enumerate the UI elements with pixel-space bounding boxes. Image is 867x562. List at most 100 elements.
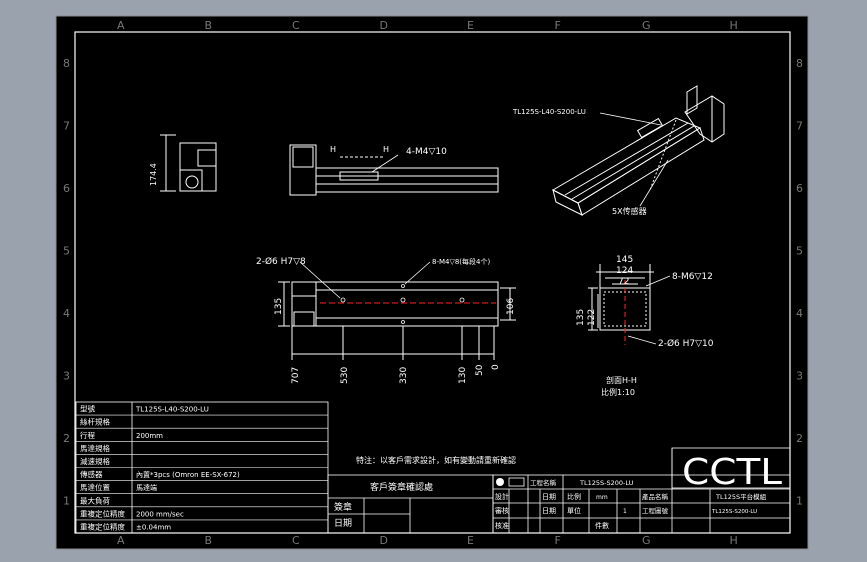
svg-text:2-Ø6 H7▽10: 2-Ø6 H7▽10: [658, 338, 714, 349]
column-marker-a: A: [117, 19, 125, 32]
scale-label: 比例: [567, 492, 581, 501]
row-marker-6: 6: [796, 182, 803, 195]
front-dim-right: 106: [506, 298, 516, 315]
row-marker-6: 6: [63, 182, 70, 195]
sheets-label: 件數: [595, 521, 609, 530]
column-marker-d: D: [380, 534, 388, 547]
spec-row-value: 內置*3pcs (Omron EE-SX-672): [136, 470, 240, 479]
project-label: 工程名稱: [530, 478, 557, 487]
sign-label: 簽章: [334, 501, 352, 513]
svg-text:核准: 核准: [495, 521, 509, 530]
iso-label: TL125S-L40-S200-LU: [512, 108, 586, 116]
customer-confirm-box: [327, 474, 494, 534]
special-note: 特注：以客戶需求設計，如有變動請重新確認: [356, 455, 516, 465]
iso-sensor-leader: [639, 159, 669, 207]
row-marker-1: 1: [63, 495, 70, 508]
product-label: 產品名稱: [642, 492, 669, 501]
column-marker-b: B: [205, 534, 213, 547]
top-view-callout: 4-M4▽10: [406, 147, 447, 157]
spec-row-value: 2000 mm/sec: [136, 510, 184, 518]
svg-text:50: 50: [475, 364, 485, 376]
spec-row-value: ±0.04mm: [136, 524, 171, 532]
sheets-value: 1: [623, 508, 627, 515]
column-marker-c: C: [292, 534, 300, 547]
brand-logo: CCTL: [682, 452, 782, 493]
svg-text:H: H: [383, 145, 389, 154]
column-marker-h: H: [730, 534, 738, 547]
spec-row-value: TL125S-L40-S200-LU: [135, 406, 209, 414]
section-title: 剖面H-H: [606, 375, 637, 385]
front-tap-note: 8-M4▽8(每段4个): [432, 257, 490, 266]
front-tap-leader: [404, 261, 431, 285]
column-marker-g: G: [642, 534, 651, 547]
front-holes: [340, 284, 465, 324]
drawing-no-label: 工程圖號: [642, 506, 669, 515]
column-marker-c: C: [292, 19, 300, 32]
row-marker-5: 5: [63, 245, 70, 258]
spec-row-label: 傳感器: [80, 469, 103, 479]
column-marker-f: F: [555, 19, 561, 32]
row-marker-8: 8: [63, 57, 70, 70]
isometric-view: [551, 85, 725, 216]
front-dim-left: 135: [274, 298, 284, 315]
title-block: [492, 447, 791, 534]
unit-label: 單位: [567, 506, 581, 515]
side-view-dim: 174.4: [149, 163, 158, 186]
spec-row-label: 減速規格: [80, 456, 110, 466]
svg-text:設計: 設計: [495, 492, 509, 501]
svg-text:130: 130: [458, 367, 468, 384]
top-view-section-marks: H H: [330, 145, 389, 154]
column-marker-a: A: [117, 534, 125, 547]
column-marker-f: F: [555, 534, 561, 547]
column-marker-h: H: [730, 19, 738, 32]
svg-text:72: 72: [618, 277, 629, 287]
column-markers-bottom: A B C D E F G H: [117, 534, 738, 547]
spec-row-value: 馬達端: [136, 483, 157, 492]
top-view-leader: [371, 154, 399, 173]
column-marker-e: E: [467, 19, 474, 32]
row-marker-7: 7: [796, 120, 803, 133]
svg-text:124: 124: [616, 266, 633, 276]
spec-row-label: 絲杆規格: [80, 417, 110, 427]
svg-text:330: 330: [399, 367, 409, 384]
column-marker-e: E: [467, 534, 474, 547]
section-dims: 145 124 72 8-M6▽12 2-Ø6 H7▽10 135 122: [576, 255, 714, 349]
customer-confirm-label: 客戶簽章確認處: [370, 481, 433, 493]
front-bottom-dims: 707 530 330 130 50 0: [291, 364, 501, 384]
project-value: TL125S-S200-LU: [579, 479, 634, 487]
spec-row-label: 馬達規格: [80, 443, 110, 453]
spec-row-label: 型號: [80, 404, 95, 414]
drawing-no-value: TL125S-S200-LU: [711, 509, 757, 515]
column-marker-b: B: [205, 19, 213, 32]
row-marker-5: 5: [796, 245, 803, 258]
svg-text:H: H: [330, 145, 336, 154]
unit-value: mm: [596, 494, 608, 501]
side-view: [160, 134, 217, 192]
svg-text:日期: 日期: [542, 493, 556, 501]
svg-text:135: 135: [576, 309, 586, 326]
spec-row-label: 最大負荷: [80, 495, 110, 505]
row-marker-1: 1: [796, 495, 803, 508]
svg-text:145: 145: [616, 255, 633, 265]
date-label: 日期: [334, 518, 352, 529]
row-marker-2: 2: [796, 432, 803, 445]
iso-leader: [599, 112, 662, 126]
column-marker-g: G: [642, 19, 651, 32]
svg-text:122: 122: [587, 309, 597, 326]
company-logo-icon: [496, 478, 504, 486]
row-marker-4: 4: [63, 307, 70, 320]
spec-row-label: 行程: [80, 430, 95, 440]
product-value: TL125S平台模組: [715, 492, 767, 501]
approval-rows: 設計 日期 審核 日期 核准: [495, 492, 556, 530]
svg-text:8-M6▽12: 8-M6▽12: [672, 272, 713, 282]
row-marker-2: 2: [63, 432, 70, 445]
svg-text:707: 707: [291, 367, 301, 384]
front-view: [278, 281, 516, 360]
svg-text:530: 530: [340, 367, 350, 384]
svg-text:日期: 日期: [542, 507, 556, 515]
spec-row-label: 重複定位精度: [80, 508, 125, 518]
